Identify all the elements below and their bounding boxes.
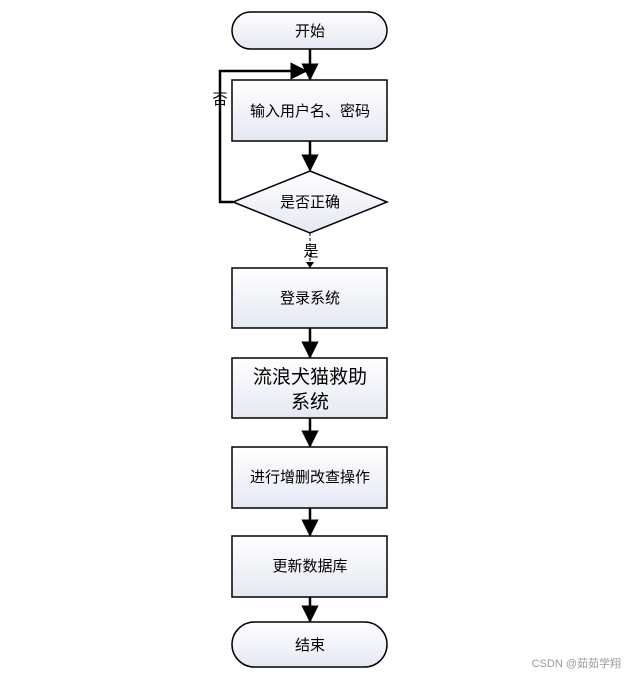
node-system-label-line2: 系统 bbox=[291, 391, 329, 413]
node-start: 开始 bbox=[231, 11, 388, 50]
node-end-label: 结束 bbox=[295, 636, 325, 654]
watermark: CSDN @茹茹学翔 bbox=[531, 658, 621, 670]
node-crud: 进行增删改查操作 bbox=[231, 446, 388, 509]
node-system: 流浪犬猫救助 系统 bbox=[231, 357, 388, 419]
node-login-label: 登录系统 bbox=[280, 289, 340, 307]
node-start-label: 开始 bbox=[295, 22, 325, 40]
node-check-label: 是否正确 bbox=[280, 193, 340, 211]
edge-label-no: 否 bbox=[212, 90, 227, 108]
node-end: 结束 bbox=[231, 621, 388, 668]
connectors bbox=[218, 49, 319, 623]
node-crud-label: 进行增删改查操作 bbox=[250, 468, 370, 486]
edge-label-yes: 是 bbox=[303, 242, 318, 260]
node-update: 更新数据库 bbox=[231, 535, 388, 598]
node-input-label: 输入用户名、密码 bbox=[250, 102, 370, 120]
node-check: 是否正确 bbox=[230, 170, 390, 234]
node-system-label-line1: 流浪犬猫救助 bbox=[253, 366, 367, 388]
edge-check-no-loop bbox=[218, 62, 308, 204]
node-login: 登录系统 bbox=[231, 267, 388, 329]
node-input: 输入用户名、密码 bbox=[231, 79, 388, 142]
node-update-label: 更新数据库 bbox=[272, 557, 347, 575]
yes-arrowhead bbox=[306, 262, 314, 268]
